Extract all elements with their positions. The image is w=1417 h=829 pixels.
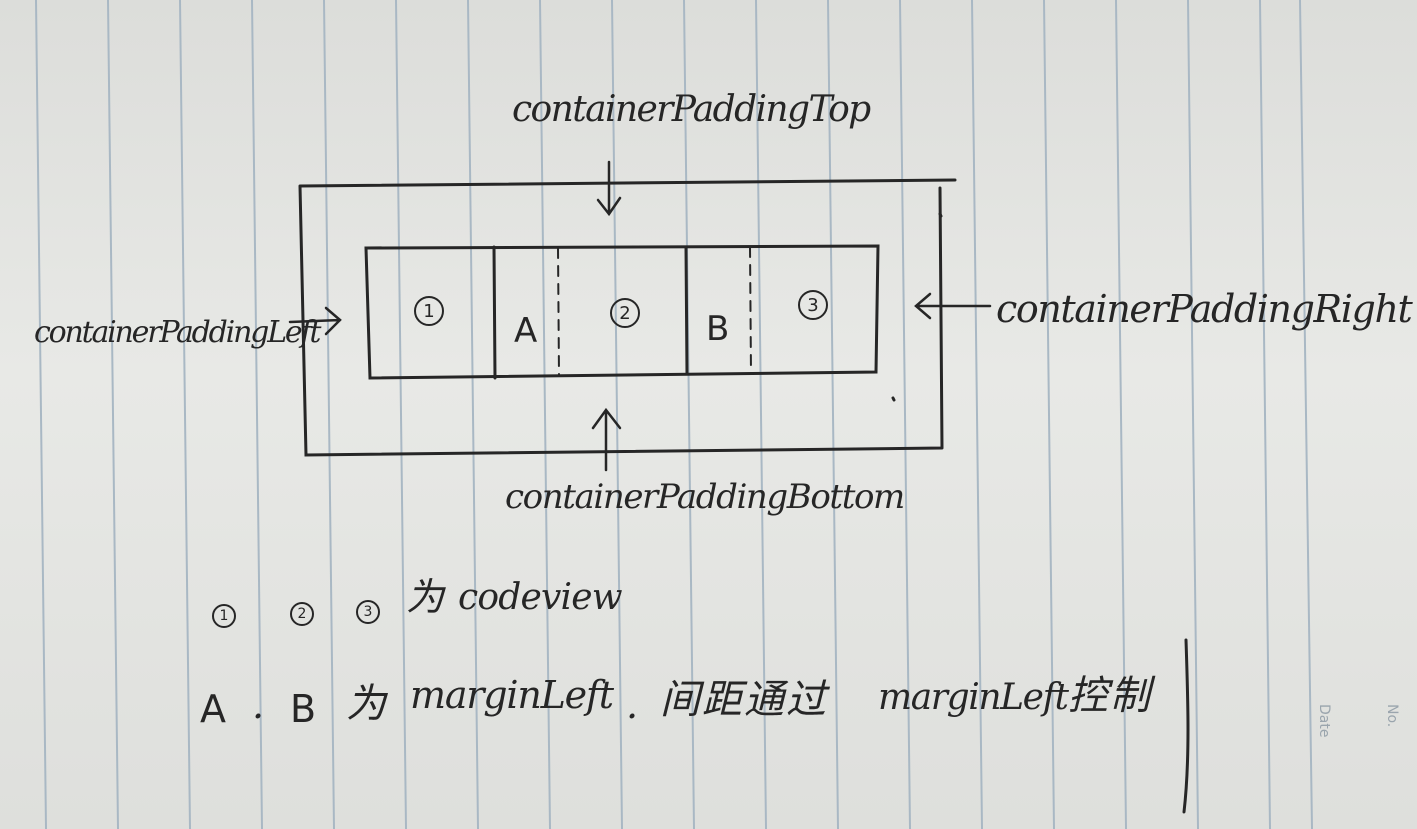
legend-dot-2: . [626, 683, 639, 727]
cell-divider-dashed-2 [557, 247, 560, 377]
legend-num-3: 3 [356, 600, 380, 624]
legend-codeview: codeview [458, 577, 623, 618]
arrow-right [914, 292, 992, 320]
legend-a: A [200, 687, 226, 731]
margin-left-dot-2 [891, 396, 896, 402]
legend-b: B [290, 687, 317, 731]
inner-row-box [364, 244, 880, 380]
arrow-left [288, 306, 342, 336]
long-vertical-stroke [1182, 638, 1190, 814]
label-container-padding-bottom: containerPaddingBottom [505, 477, 905, 517]
label-container-padding-top: containerPaddingTop [512, 89, 871, 130]
cell-codeview-1: 1 [414, 296, 444, 326]
legend-dot-1: . [252, 683, 265, 727]
cell-codeview-2: 2 [610, 298, 640, 328]
legend-wei-2: 为 [346, 681, 386, 727]
legend-num-2: 2 [290, 602, 314, 626]
legend-num-1: 1 [212, 604, 236, 628]
legend-kongzhi: 控制 [1068, 673, 1152, 719]
legend-marginleft-2: marginLeft [878, 677, 1069, 718]
legend-marginleft-1: marginLeft [410, 673, 614, 717]
legend-wei-1: 为 [406, 575, 445, 619]
label-container-padding-right: containerPaddingRight [996, 287, 1413, 331]
cell-margin-b: B [706, 309, 730, 349]
cell-divider-1 [492, 245, 497, 380]
paper-date-label: Date [1316, 704, 1332, 738]
cell-divider-3 [684, 245, 689, 376]
legend-jianju-tongguo: 间距通过 [660, 677, 828, 723]
arrow-top [596, 160, 622, 217]
outer-container-box [298, 178, 957, 457]
cell-margin-a: A [514, 311, 538, 351]
margin-left-dot-1 [938, 212, 943, 218]
cell-codeview-3: 3 [798, 290, 828, 320]
arrow-bottom [591, 407, 622, 472]
label-container-padding-left: containerPaddingLeft [34, 315, 321, 350]
paper-no-label: No. [1384, 704, 1400, 728]
cell-divider-dashed-4 [749, 246, 752, 375]
